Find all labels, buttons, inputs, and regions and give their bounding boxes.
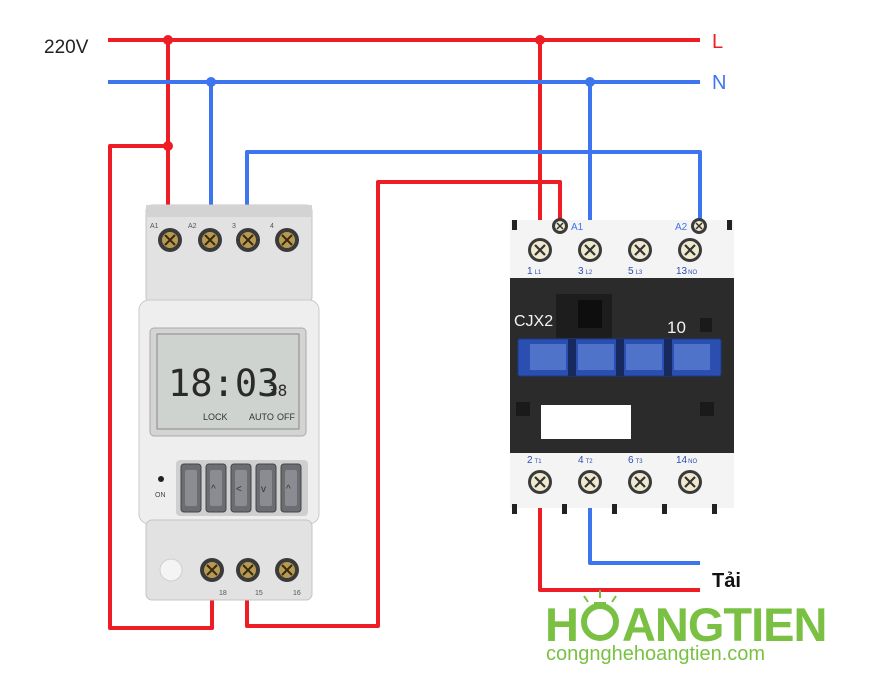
coil-a2-label: A2 xyxy=(675,222,688,233)
screw-terminal xyxy=(528,238,552,262)
voltage-label: 220V xyxy=(44,37,89,58)
screw-terminal xyxy=(236,228,260,252)
screw-terminal xyxy=(198,228,222,252)
brand-website: congnghehoangtien.com xyxy=(546,643,765,665)
contactor-bottom-clips xyxy=(512,504,717,514)
timer-button[interactable] xyxy=(180,463,202,513)
coil-a1-label: A1 xyxy=(571,222,584,233)
timer-bottom-terminals xyxy=(200,558,299,582)
contactor-top-clips xyxy=(512,220,732,230)
junction-dot xyxy=(206,77,216,87)
line-label: L xyxy=(712,31,723,53)
contactor-label-plate xyxy=(541,405,631,439)
junction-dot xyxy=(585,77,595,87)
neutral-loop-timer-3-to-coil-a2 xyxy=(245,150,702,222)
lcd-lock-indicator: LOCK xyxy=(203,412,228,422)
terminal-14-label: 14NO xyxy=(676,455,697,466)
screw-terminal xyxy=(628,238,652,262)
screw-terminal xyxy=(158,228,182,252)
lcd-screen xyxy=(156,333,300,430)
load-label: Tải xyxy=(712,570,741,592)
on-label: ON xyxy=(155,492,166,499)
screw-terminal xyxy=(236,558,260,582)
on-indicator-led xyxy=(158,476,164,482)
lcd-off-indicator: OFF xyxy=(277,412,295,422)
neutral-label: N xyxy=(712,72,726,94)
up-arrow-icon: ^ xyxy=(211,484,216,495)
timer-terminal-a2-label: A2 xyxy=(188,223,197,230)
timer-button-up[interactable]: ^ xyxy=(205,463,227,513)
timer-button-down[interactable]: v xyxy=(255,463,277,513)
junction-dot xyxy=(163,35,173,45)
terminal-13-label: 13NO xyxy=(676,266,697,277)
armature-notches xyxy=(568,339,672,376)
junction-dot xyxy=(535,35,545,45)
neutral-junctions xyxy=(206,77,595,87)
left-arrow-icon: < xyxy=(236,484,242,495)
screw-terminal xyxy=(275,228,299,252)
lcd-auto-indicator: AUTO xyxy=(249,412,274,422)
armature-slots xyxy=(530,344,710,370)
live-wires xyxy=(108,38,700,630)
contactor: CJX2 10 A1 A2 xyxy=(510,218,734,514)
screw-terminal xyxy=(628,470,652,494)
contactor-right-square xyxy=(700,402,714,416)
timer-output-to-coil-a1 xyxy=(245,180,562,628)
screw-terminal xyxy=(275,558,299,582)
timer-bottom-body xyxy=(145,519,313,601)
timer-button-menu[interactable]: ^ xyxy=(280,463,302,513)
lightbulb-icon xyxy=(581,590,619,641)
timer-button-left[interactable]: < xyxy=(230,463,252,513)
contactor-window xyxy=(578,300,602,328)
timer-top-rail xyxy=(146,205,312,217)
contactor-left-square xyxy=(516,402,530,416)
lcd-seconds: 38 xyxy=(268,381,287,400)
timer-bottom-hole xyxy=(159,558,183,582)
timer-top-terminals xyxy=(158,228,299,252)
screw-terminal xyxy=(678,238,702,262)
live-feed-timer-15 xyxy=(108,144,214,630)
screw-terminal xyxy=(678,470,702,494)
load-live-wire xyxy=(538,480,700,592)
digital-timer: A1 A2 3 4 18:03 38 LOCK AUTO OFF O xyxy=(138,204,320,601)
contactor-rating-label: 10 xyxy=(667,318,686,337)
timer-terminal-4-label: 4 xyxy=(270,223,274,230)
timer-terminal-3-label: 3 xyxy=(232,223,236,230)
timer-terminal-18-label: 18 xyxy=(219,590,227,597)
menu-arrow-icon: ^ xyxy=(286,484,291,495)
coil-a1-terminal xyxy=(552,218,568,234)
junction-dot xyxy=(163,141,173,151)
contactor-model-label: CJX2 xyxy=(514,313,553,330)
coil-a2-terminal xyxy=(691,218,707,234)
contactor-bottom-terminals xyxy=(528,470,702,494)
timer-terminal-15-label: 15 xyxy=(255,590,263,597)
screw-terminal xyxy=(578,238,602,262)
live-junctions xyxy=(163,35,545,151)
lcd-time: 18:03 xyxy=(168,362,279,405)
timer-top-body xyxy=(145,204,313,304)
screw-terminal xyxy=(200,558,224,582)
rating-window xyxy=(700,318,712,332)
down-arrow-icon: v xyxy=(261,484,266,495)
screw-terminal xyxy=(578,470,602,494)
contactor-top-terminals xyxy=(528,238,702,262)
timer-terminal-a1-label: A1 xyxy=(150,223,159,230)
timer-terminal-16-label: 16 xyxy=(293,590,301,597)
screw-terminal xyxy=(528,470,552,494)
